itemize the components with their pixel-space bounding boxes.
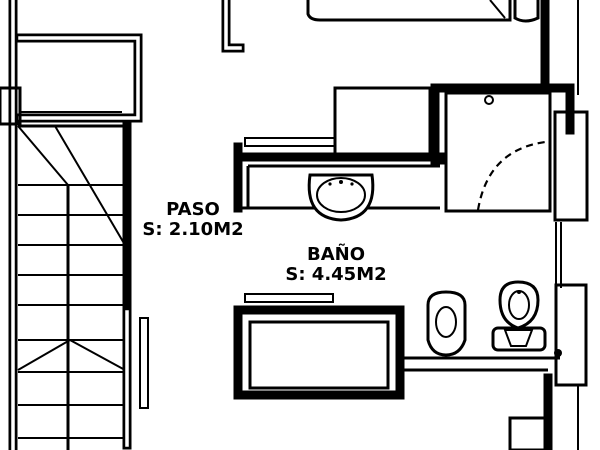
shower bbox=[435, 83, 552, 213]
bathtub bbox=[233, 293, 560, 400]
right-wall bbox=[540, 0, 589, 450]
top-left-cabinet bbox=[15, 33, 143, 123]
left-wall bbox=[0, 0, 22, 450]
top-door-jamb bbox=[221, 0, 245, 53]
room-label-bano: BAÑO S: 4.45M2 bbox=[276, 245, 396, 285]
room-name-bano: BAÑO bbox=[306, 244, 366, 265]
bed bbox=[306, 0, 540, 23]
upper-cabinet bbox=[333, 83, 445, 165]
room-area-paso: S: 2.10M2 bbox=[142, 219, 244, 240]
staircase bbox=[17, 121, 149, 450]
bottom-right-box bbox=[508, 416, 550, 450]
bidet bbox=[426, 290, 467, 357]
toilet bbox=[491, 280, 562, 357]
room-label-paso: PASO S: 2.10M2 bbox=[138, 200, 248, 240]
washbasin bbox=[307, 173, 375, 222]
room-name-paso: PASO bbox=[166, 199, 220, 220]
room-area-bano: S: 4.45M2 bbox=[285, 264, 387, 285]
washbasin-counter bbox=[233, 137, 445, 213]
